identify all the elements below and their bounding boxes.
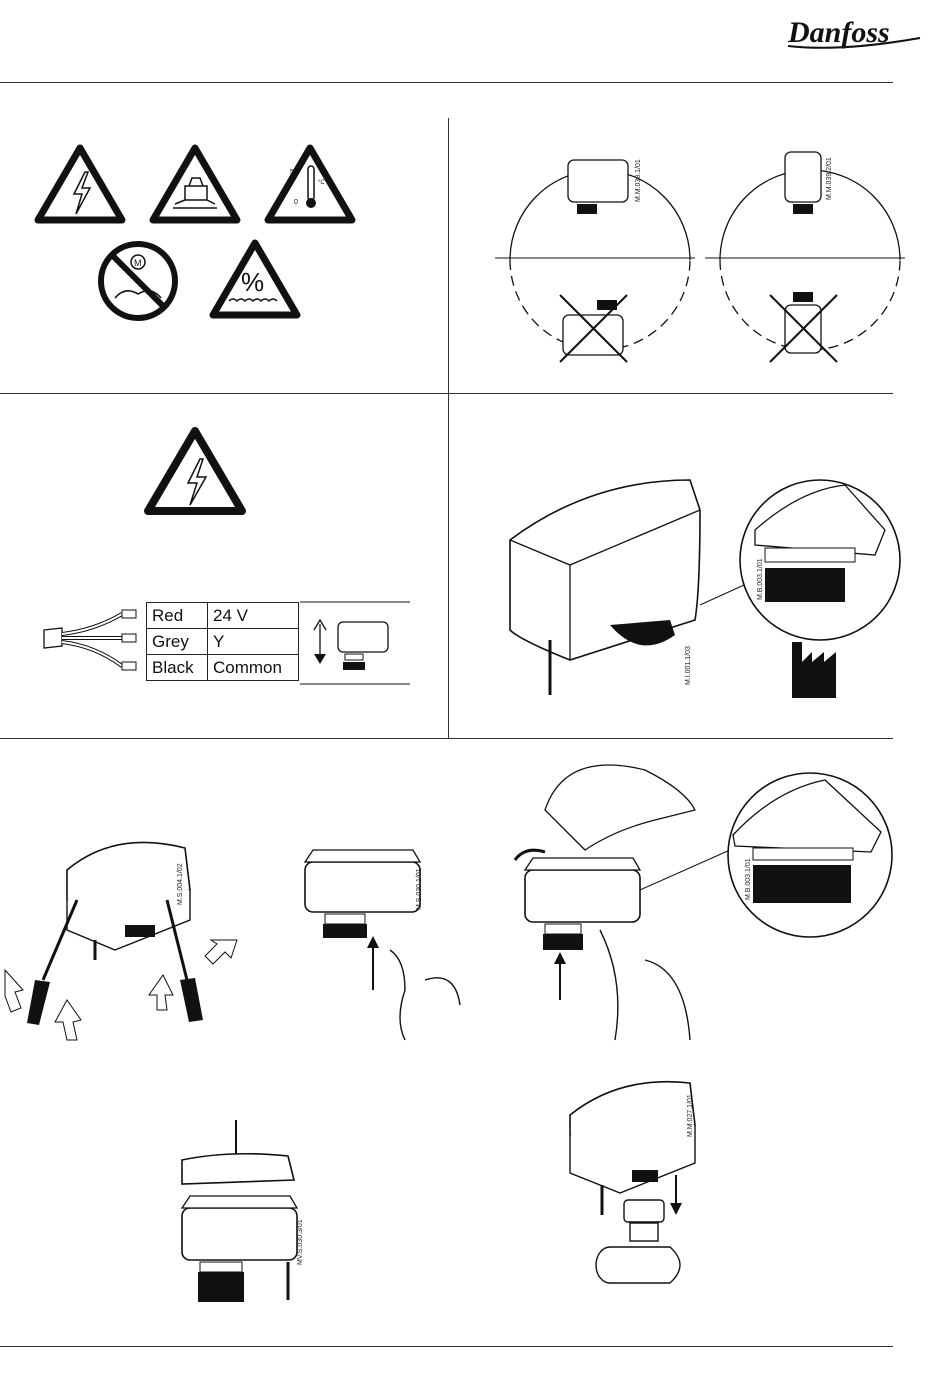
figure-code: M.M.038.1/01 — [635, 159, 642, 202]
figure-code: MV.S.030.3/01 — [297, 1219, 304, 1265]
high-voltage-warning-icon — [38, 148, 122, 220]
step-remove-cover-screwdrivers: M.S.004.1/02 — [5, 830, 245, 1040]
warning-icons-panel: 55 0 °C M % — [30, 140, 380, 320]
motor-label: M — [134, 258, 142, 268]
figure-code: M.M.027.1/01 — [687, 1094, 694, 1137]
table-row: Grey Y — [147, 629, 299, 655]
actuator-stroke-diagram — [300, 600, 412, 686]
wire-signal: Y — [208, 629, 299, 655]
orientation-diagram-left: M.M.038.1/01 — [495, 159, 695, 362]
wire-signal: 24 V — [208, 603, 299, 629]
vertical-divider-top — [448, 118, 449, 738]
figure-code: M.M.039.2/01 — [826, 157, 833, 200]
step-mount-on-valve: M.M.027.1/01 — [560, 1075, 720, 1305]
orientation-panel: M.M.038.1/01 M.M.039.2/01 — [495, 140, 905, 380]
temperature-warning-icon: 55 0 °C — [268, 148, 352, 220]
figure-code: M.I.001.1/03 — [685, 646, 692, 685]
row-divider-2 — [0, 738, 893, 739]
temp-low-label: 0 — [294, 199, 298, 206]
high-voltage-warning-icon — [140, 425, 250, 520]
orientation-diagram-right: M.M.039.2/01 — [705, 152, 905, 362]
actuator-panel: M.I.001.1/03 M.B.003.1/01 — [500, 470, 900, 710]
temp-high-label: 55 — [290, 169, 298, 176]
step-replace-cover: MV.S.030.3/01 — [170, 1120, 310, 1310]
wire-color: Red — [147, 603, 208, 629]
cable-drawing — [40, 600, 150, 680]
header-rule — [0, 82, 893, 83]
table-row: Black Common — [147, 655, 299, 681]
danfoss-logo: Danfoss — [780, 8, 930, 52]
temp-unit-label: °C — [318, 180, 325, 186]
table-row: Red 24 V — [147, 603, 299, 629]
factory-icon — [792, 642, 836, 698]
figure-code: M.B.003.1/01 — [757, 558, 764, 600]
wire-color: Grey — [147, 629, 208, 655]
row-divider-1 — [0, 393, 893, 394]
figure-code: M.S.004.1/02 — [177, 863, 184, 905]
wiring-table: Red 24 V Grey Y Black Common — [146, 602, 299, 681]
heavy-load-warning-icon — [153, 148, 237, 220]
step-rotate-knob: M.B.003.1/01 — [505, 750, 900, 1045]
figure-code: M.B.003.1/01 — [745, 858, 752, 900]
humidity-label: % — [241, 267, 264, 297]
figure-code: M.S.030.1/01 — [416, 868, 423, 910]
wire-color: Black — [147, 655, 208, 681]
footer-rule — [0, 1346, 893, 1347]
wire-signal: Common — [208, 655, 299, 681]
step-push-up: M.S.030.1/01 — [295, 830, 470, 1040]
humidity-warning-icon: % — [213, 243, 297, 315]
do-not-lift-motor-icon: M — [101, 244, 175, 318]
